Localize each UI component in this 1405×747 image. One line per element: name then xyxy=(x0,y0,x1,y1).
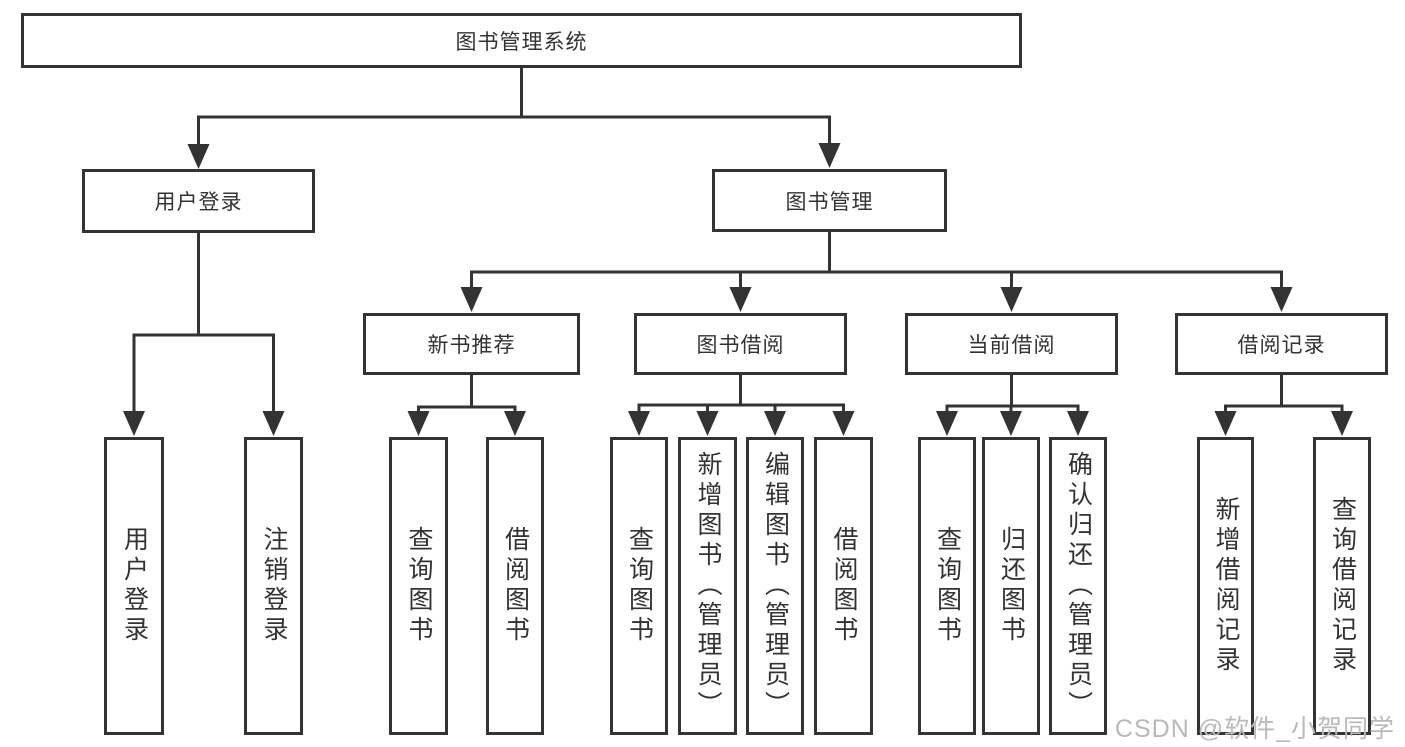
arrow-down-icon xyxy=(1000,287,1023,312)
arrow-down-icon xyxy=(1331,411,1353,436)
leaf-edit-book-admin-label: 编辑图书（管理员） xyxy=(761,451,790,721)
leaf-add-book-admin-label: 新增图书（管理员） xyxy=(694,451,722,721)
node-library-system-label: 图书管理系统 xyxy=(455,30,588,54)
arrow-down-icon xyxy=(187,144,210,169)
leaf-add-borrow-record: 新增借阅记录 xyxy=(1197,437,1254,735)
arrow-down-icon xyxy=(729,287,752,312)
leaf-borrow-books-borrowing-label: 借阅图书 xyxy=(830,526,858,646)
node-current-borrowing-label: 当前借阅 xyxy=(967,334,1056,357)
arrow-down-icon xyxy=(1000,411,1022,436)
leaf-borrow-books-borrowing: 借阅图书 xyxy=(814,437,873,735)
node-new-book-recommend: 新书推荐 xyxy=(363,313,580,375)
arrow-down-icon xyxy=(504,411,526,436)
leaf-query-borrow-record-label: 查询借阅记录 xyxy=(1328,496,1357,676)
leaf-return-books-label: 归还图书 xyxy=(997,526,1026,646)
leaf-borrow-books-recommend: 借阅图书 xyxy=(486,437,544,735)
arrow-down-icon xyxy=(460,287,483,312)
node-user-login-label: 用户登录 xyxy=(154,191,243,214)
arrow-down-icon xyxy=(407,411,430,436)
leaf-query-books-recommend-label: 查询图书 xyxy=(405,526,433,646)
node-borrowing-records: 借阅记录 xyxy=(1175,313,1388,375)
connector-user-login-children xyxy=(132,233,275,412)
arrow-down-icon xyxy=(764,411,786,436)
arrow-down-icon xyxy=(696,411,719,436)
leaf-query-books-current-label: 查询图书 xyxy=(933,526,962,646)
connector-book-management-children xyxy=(470,232,1283,288)
leaf-logout: 注销登录 xyxy=(244,437,303,735)
leaf-query-books-borrowing: 查询图书 xyxy=(610,437,668,735)
leaf-user-login: 用户登录 xyxy=(104,437,164,735)
leaf-return-books: 归还图书 xyxy=(982,437,1040,735)
arrow-down-icon xyxy=(123,411,145,436)
leaf-query-books-borrowing-label: 查询图书 xyxy=(625,526,654,646)
leaf-query-borrow-record: 查询借阅记录 xyxy=(1313,437,1371,735)
arrow-down-icon xyxy=(1214,411,1237,436)
leaf-add-book-admin: 新增图书（管理员） xyxy=(678,437,737,735)
node-current-borrowing: 当前借阅 xyxy=(905,313,1118,375)
connector-current-borrowing-children xyxy=(945,375,1080,412)
arrow-down-icon xyxy=(628,411,650,436)
connector-book-borrowing-children xyxy=(637,375,845,412)
node-borrowing-records-label: 借阅记录 xyxy=(1237,334,1326,357)
node-book-management-label: 图书管理 xyxy=(785,190,874,214)
arrow-down-icon xyxy=(832,411,855,436)
leaf-add-borrow-record-label: 新增借阅记录 xyxy=(1212,496,1240,676)
connector-borrowing-records-children xyxy=(1224,375,1344,412)
node-new-book-recommend-label: 新书推荐 xyxy=(427,334,516,357)
leaf-logout-label: 注销登录 xyxy=(260,526,288,646)
leaf-query-books-recommend: 查询图书 xyxy=(389,437,448,735)
node-book-borrowing-label: 图书借阅 xyxy=(696,334,785,357)
leaf-edit-book-admin: 编辑图书（管理员） xyxy=(746,437,804,735)
node-user-login: 用户登录 xyxy=(82,169,315,233)
watermark: CSDN @软件_小贺同学 xyxy=(1114,715,1395,743)
arrow-down-icon xyxy=(262,411,285,436)
node-library-system: 图书管理系统 xyxy=(21,13,1022,68)
leaf-borrow-books-recommend-label: 借阅图书 xyxy=(501,526,530,646)
arrow-down-icon xyxy=(1270,287,1293,312)
node-book-management: 图书管理 xyxy=(712,169,947,232)
leaf-confirm-return-admin-label: 确认归还（管理员） xyxy=(1064,451,1093,721)
connector-root-to-level2 xyxy=(197,68,831,145)
leaf-confirm-return-admin: 确认归还（管理员） xyxy=(1049,437,1107,735)
arrow-down-icon xyxy=(818,143,841,168)
node-book-borrowing: 图书借阅 xyxy=(634,313,847,375)
leaf-query-books-current: 查询图书 xyxy=(918,437,976,735)
connector-new-book-recommend-children xyxy=(417,375,517,412)
leaf-user-login-label: 用户登录 xyxy=(120,526,149,646)
arrow-down-icon xyxy=(1067,411,1089,436)
arrow-down-icon xyxy=(936,411,958,436)
